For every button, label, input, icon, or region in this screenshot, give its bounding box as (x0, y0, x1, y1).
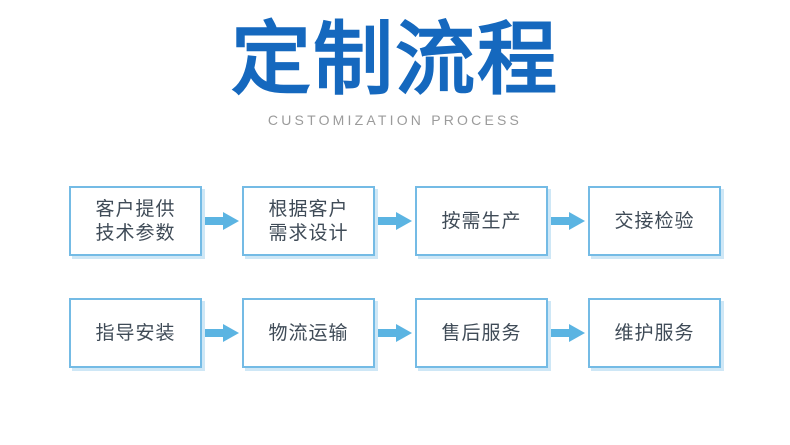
process-flow-row-2: 指导安装 物流运输 售后服务 维护服务 (0, 298, 790, 368)
process-step-5[interactable]: 指导安装 (69, 298, 202, 368)
process-flow-row-1: 客户提供 技术参数 根据客户 需求设计 按需生产 交接检验 (0, 186, 790, 256)
process-step-label: 维护服务 (614, 321, 695, 344)
process-step-4[interactable]: 交接检验 (588, 186, 721, 256)
arrow-right-icon (202, 212, 242, 230)
page-header: 定制流程 CUSTOMIZATION PROCESS (0, 0, 790, 129)
process-step-label: 交接检验 (614, 209, 695, 232)
arrow-right-icon (375, 212, 415, 230)
page-title: 定制流程 (231, 13, 559, 106)
process-step-label: 指导安装 (95, 321, 176, 344)
process-step-6[interactable]: 物流运输 (242, 298, 375, 368)
process-step-2[interactable]: 根据客户 需求设计 (242, 186, 375, 256)
process-step-1[interactable]: 客户提供 技术参数 (69, 186, 202, 256)
process-step-7[interactable]: 售后服务 (415, 298, 548, 368)
process-step-label: 售后服务 (441, 321, 522, 344)
process-step-label: 按需生产 (441, 209, 522, 232)
process-step-label: 物流运输 (268, 321, 349, 344)
process-step-label: 客户提供 技术参数 (95, 197, 176, 244)
page-subtitle: CUSTOMIZATION PROCESS (267, 112, 523, 128)
arrow-right-icon (548, 324, 588, 342)
process-flow-diagram: 客户提供 技术参数 根据客户 需求设计 按需生产 交接检验 (0, 186, 790, 368)
arrow-right-icon (548, 212, 588, 230)
process-step-8[interactable]: 维护服务 (588, 298, 721, 368)
arrow-right-icon (375, 324, 415, 342)
arrow-right-icon (202, 324, 242, 342)
process-step-label: 根据客户 需求设计 (268, 197, 349, 244)
process-step-3[interactable]: 按需生产 (415, 186, 548, 256)
